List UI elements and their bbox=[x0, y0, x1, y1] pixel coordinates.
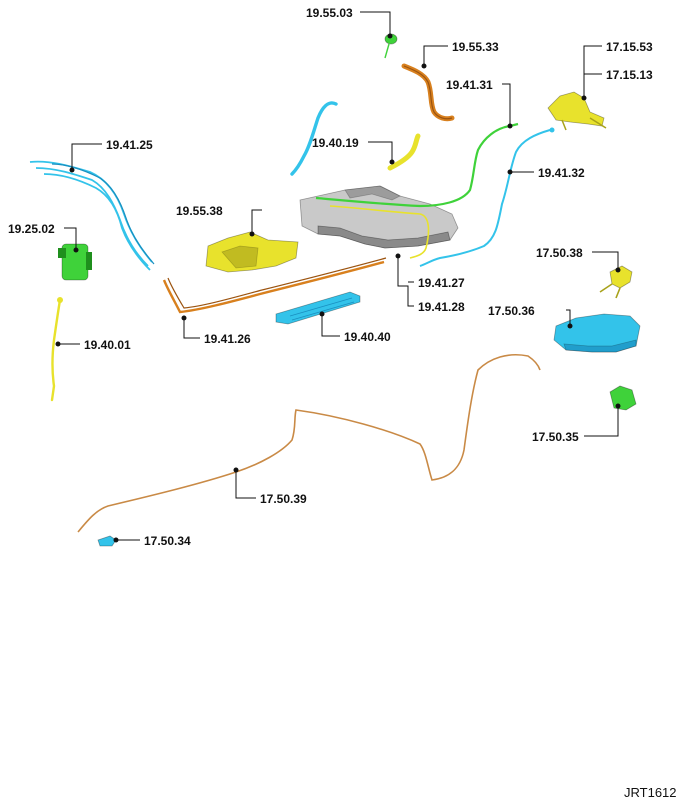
part-17-50-35-body bbox=[609, 385, 637, 411]
leader-17-50-36 bbox=[566, 309, 571, 326]
leader-19-55-38-dot bbox=[249, 231, 255, 237]
part-19-55-38-ridge bbox=[221, 245, 259, 269]
leader-17-50-35-dot bbox=[615, 403, 621, 409]
part-19-25-02-cap bbox=[58, 248, 66, 258]
label-17-50-34: 17.50.34 bbox=[144, 534, 191, 548]
fuel-tank-shade bbox=[317, 225, 451, 249]
leader-17-50-39-dot bbox=[233, 467, 239, 473]
label-19-41-31: 19.41.31 bbox=[446, 78, 493, 92]
reference-code: JRT1612 bbox=[624, 785, 677, 800]
part-19-40-40-plate bbox=[275, 291, 361, 325]
label-19-40-40: 19.40.40 bbox=[344, 330, 391, 344]
part-19-41-26-line-b bbox=[167, 257, 387, 309]
part-17-50-36-shade bbox=[563, 339, 637, 353]
label-19-41-28: 19.41.28 bbox=[418, 300, 465, 314]
leader-19-25-02-dot bbox=[73, 247, 79, 253]
leader-19-40-19 bbox=[368, 141, 393, 162]
label-19-25-02: 19.25.02 bbox=[8, 222, 55, 236]
label-19-41-25: 19.41.25 bbox=[106, 138, 153, 152]
part-19-41-32-end-clip bbox=[549, 127, 555, 133]
label-19-40-01: 19.40.01 bbox=[84, 338, 131, 352]
leader-19-41-31-dot bbox=[507, 123, 513, 129]
part-17-50-38-body bbox=[609, 265, 633, 289]
leader-17-50-38 bbox=[592, 251, 619, 270]
leader-19-40-40-dot bbox=[319, 311, 325, 317]
leader-19-41-25 bbox=[71, 143, 102, 170]
part-17-15-53-leg bbox=[561, 119, 567, 131]
leader-17-50-36-dot bbox=[567, 323, 573, 329]
part-19-25-02-filter bbox=[58, 243, 92, 281]
leader-19-55-38 bbox=[251, 209, 262, 234]
leader-17-50-35 bbox=[584, 406, 619, 437]
label-19-55-33: 19.55.33 bbox=[452, 40, 499, 54]
vapor-line-yellow bbox=[329, 205, 430, 259]
leader-19-55-33-dot bbox=[421, 63, 427, 69]
leader-17-50-34-dot bbox=[113, 537, 119, 543]
cyan-pipe-upper bbox=[290, 101, 338, 176]
part-17-50-38-bracket bbox=[599, 265, 633, 299]
bundle-line-4 bbox=[51, 163, 155, 265]
label-19-55-03: 19.55.03 bbox=[306, 6, 353, 20]
label-19-41-27: 19.41.27 bbox=[418, 276, 465, 290]
part-17-50-34-body bbox=[97, 535, 117, 547]
leader-17-15-53-dot bbox=[581, 95, 587, 101]
part-19-55-33-pipe bbox=[401, 63, 455, 122]
part-17-15-53-body bbox=[547, 91, 605, 127]
label-19-40-19: 19.40.19 bbox=[312, 136, 359, 150]
fuel-line-green-main bbox=[315, 122, 519, 208]
leader-17-15-53 bbox=[583, 45, 602, 98]
part-17-50-38-arm2 bbox=[615, 287, 621, 299]
label-17-50-35: 17.50.35 bbox=[532, 430, 579, 444]
part-17-15-53-arm bbox=[589, 117, 607, 129]
leader-19-55-33 bbox=[423, 45, 448, 66]
leader-19-41-32-dot bbox=[507, 169, 513, 175]
leader-19-41-26-dot bbox=[181, 315, 187, 321]
leader-19-40-19-dot bbox=[389, 159, 395, 165]
label-17-15-53: 17.15.53 bbox=[606, 40, 653, 54]
label-17-15-13: 17.15.13 bbox=[606, 68, 653, 82]
label-19-41-26: 19.41.26 bbox=[204, 332, 251, 346]
part-19-40-40-grill bbox=[289, 297, 355, 321]
part-19-55-33-pipe-inner bbox=[403, 65, 453, 120]
label-17-50-36: 17.50.36 bbox=[488, 304, 535, 318]
part-17-50-35-pump bbox=[609, 385, 637, 411]
leader-19-41-27-dot bbox=[395, 253, 401, 259]
label-17-50-39: 17.50.39 bbox=[260, 492, 307, 506]
part-19-25-02-bracket bbox=[86, 252, 92, 270]
leader-17-50-38-dot bbox=[615, 267, 621, 273]
label-19-41-32: 19.41.32 bbox=[538, 166, 585, 180]
leader-19-41-31 bbox=[502, 83, 511, 126]
part-17-50-36-tank bbox=[553, 313, 641, 353]
part-19-40-01-top bbox=[57, 297, 63, 303]
leader-19-41-25-dot bbox=[69, 167, 75, 173]
part-17-50-38-arm1 bbox=[599, 283, 613, 293]
part-19-41-32-line bbox=[419, 129, 551, 267]
part-19-55-03-stem bbox=[384, 43, 390, 59]
leader-lines bbox=[55, 11, 621, 543]
part-19-40-01-line bbox=[50, 298, 62, 402]
part-17-15-53-bracket bbox=[547, 91, 607, 131]
part-19-41-25-bundle bbox=[29, 160, 155, 271]
leader-19-40-01-dot bbox=[55, 341, 61, 347]
leader-17-50-39 bbox=[235, 470, 256, 499]
leader-19-55-03 bbox=[360, 11, 391, 36]
part-19-41-26-line-a bbox=[162, 260, 385, 314]
bundle-line-3 bbox=[43, 173, 151, 271]
part-17-50-39-line bbox=[77, 354, 541, 533]
leader-19-41-27 bbox=[397, 256, 414, 307]
fuel-tank-top-ridge bbox=[344, 185, 401, 201]
leader-19-25-02 bbox=[64, 227, 77, 250]
label-17-50-38: 17.50.38 bbox=[536, 246, 583, 260]
part-19-55-38-shield bbox=[205, 231, 299, 273]
part-labels: 19.55.03 19.55.33 17.15.53 17.15.13 19.4… bbox=[8, 6, 653, 548]
part-19-40-19-hose bbox=[387, 133, 421, 171]
bundle-line-2 bbox=[35, 167, 149, 267]
leader-19-55-03-dot bbox=[387, 33, 393, 39]
label-19-55-38: 19.55.38 bbox=[176, 204, 223, 218]
fuel-tank bbox=[299, 185, 459, 249]
leader-19-41-26 bbox=[183, 318, 200, 339]
leader-19-40-40 bbox=[321, 314, 340, 337]
